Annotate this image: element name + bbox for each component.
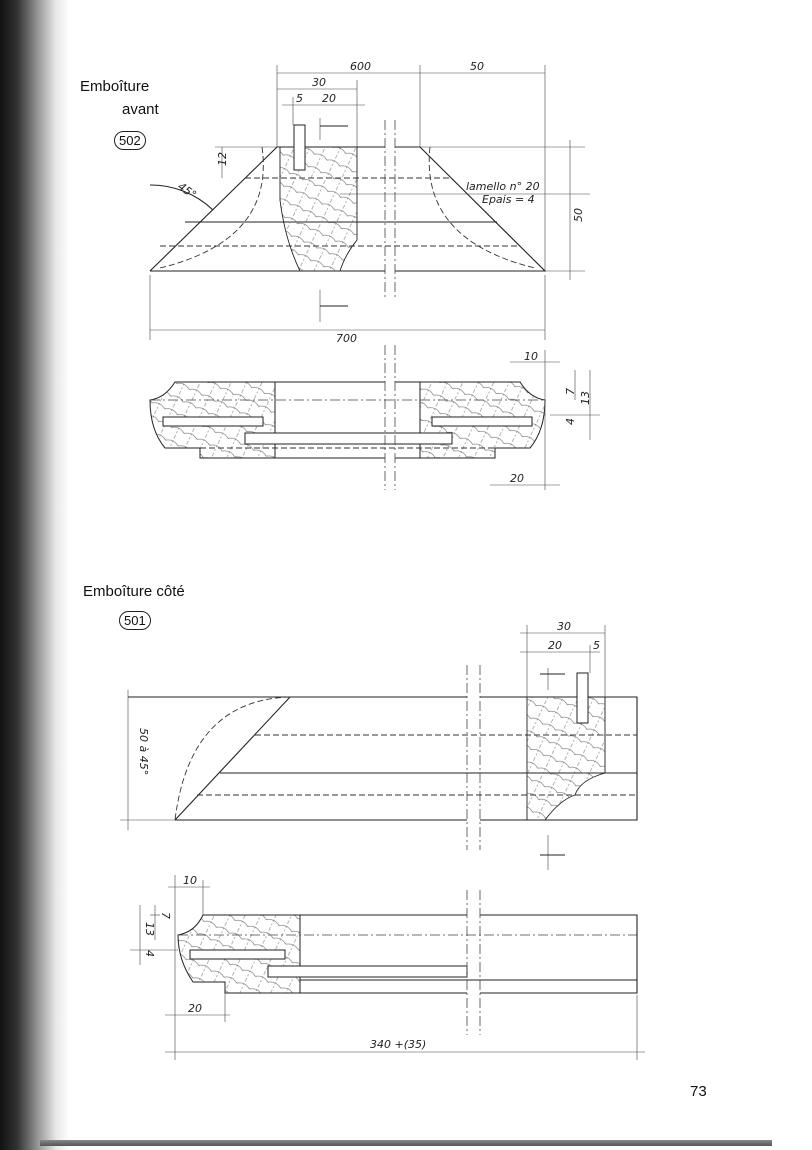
side-dim-30: 30 (557, 620, 571, 633)
dim-5: 5 (296, 92, 303, 105)
sec2-dim-7: 7 (159, 912, 172, 919)
side-dim-20: 20 (548, 639, 562, 652)
title-emboiture-avant-1: Emboîture (80, 78, 150, 95)
dim-20: 20 (322, 92, 336, 105)
sec-dim-10: 10 (524, 350, 538, 363)
sec2-dim-20: 20 (188, 1002, 202, 1015)
page-number: 73 (690, 1083, 707, 1100)
sec-dim-20: 20 (510, 472, 524, 485)
section-view-501: 10 7 13 4 20 340 +(35) (130, 874, 645, 1060)
dim-700: 700 (336, 332, 357, 345)
dim-50-top: 50 (470, 60, 484, 73)
drawing-number-badge-502: 502 (114, 131, 146, 150)
page-bottom-edge (40, 1140, 772, 1146)
sec2-dim-13: 13 (143, 922, 156, 936)
angle-45: 45° (175, 180, 198, 202)
sec-dim-4: 4 (564, 418, 577, 425)
dim-600: 600 (350, 60, 371, 73)
sec2-dim-4: 4 (143, 950, 156, 957)
dim-50-right: 50 (572, 208, 585, 222)
sec-dim-13: 13 (579, 391, 592, 405)
side-dim-5: 5 (593, 639, 600, 652)
dim-30: 30 (312, 76, 326, 89)
title-emboiture-avant-2: avant (122, 101, 159, 118)
title-emboiture-cote: Emboîture côté (83, 583, 185, 600)
dim-12: 12 (216, 152, 229, 166)
sec2-dim-340: 340 +(35) (370, 1038, 426, 1051)
side-view-501: 30 20 5 50 à 45° (120, 620, 638, 870)
sec-dim-7: 7 (564, 388, 577, 395)
section-view-502: 10 7 13 4 20 (149, 345, 600, 490)
lamello-note: lamello n° 20 (466, 180, 540, 193)
thickness-note: Epais = 4 (482, 193, 535, 206)
front-view-502: 600 50 30 5 20 12 45° 50 700 lamello n° … (149, 60, 590, 345)
page-binding-shadow (0, 0, 70, 1150)
side-dim-50-at-45: 50 à 45° (137, 728, 150, 775)
sec2-dim-10: 10 (183, 874, 197, 887)
drawing-number-badge-501: 501 (119, 611, 151, 630)
